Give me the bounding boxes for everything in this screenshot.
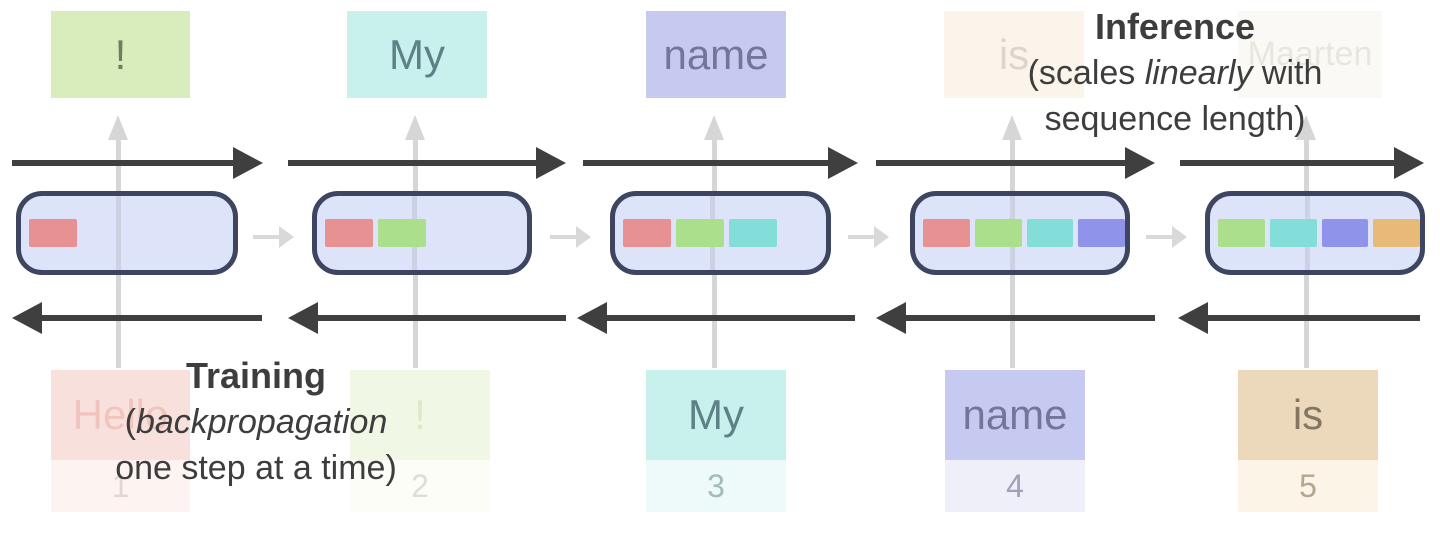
output-token-label-1: ! — [114, 30, 127, 78]
input-token-main-4: name — [945, 370, 1085, 460]
output-token-label-2: My — [389, 30, 445, 78]
input-token-box-2-faded: ! 2 — [350, 370, 490, 512]
step-number-2: 2 — [411, 467, 429, 504]
input-token-step-1: 1 — [51, 460, 190, 512]
state-cell-purple — [1078, 219, 1125, 247]
input-token-step-3: 3 — [646, 460, 786, 512]
state-cell-orange — [1373, 219, 1420, 247]
inference-line2-italic: linearly — [1144, 54, 1253, 92]
state-cell-cyan — [1026, 219, 1074, 247]
training-caption: Training (backpropagation one step at a … — [40, 353, 472, 491]
rnn-state-box-3 — [610, 191, 831, 275]
state-cell-cyan — [729, 219, 777, 247]
state-cell-red — [29, 219, 77, 247]
state-cell-cyan — [1269, 219, 1317, 247]
state-cell-red — [923, 219, 970, 247]
backprop-arrow-5 — [1178, 302, 1420, 334]
input-token-label-3: My — [688, 391, 744, 438]
training-line2-italic: backpropagation — [135, 403, 388, 441]
output-token-label-5: Maarten — [1247, 35, 1373, 73]
state-cell-green — [1218, 219, 1265, 247]
output-token-label-3: name — [663, 30, 769, 78]
step-number-1: 1 — [111, 467, 130, 504]
forward-arrow-5 — [1180, 147, 1424, 179]
output-token-box-3: name — [646, 11, 786, 98]
state-pass-arrow-2 — [550, 226, 591, 248]
input-token-label-2: ! — [414, 391, 426, 438]
training-title: Training — [185, 355, 326, 396]
inference-line2-pre: (scales — [1027, 54, 1145, 92]
forward-arrow-4 — [876, 147, 1155, 179]
inference-caption: Inference (scales linearly with sequence… — [950, 4, 1400, 142]
input-token-main-5: is — [1238, 370, 1378, 460]
input-token-box-5: is 5 — [1238, 370, 1378, 512]
hidden-state-line — [116, 196, 121, 270]
output-token-box-1: ! — [51, 11, 190, 98]
state-cell-green — [974, 219, 1022, 247]
training-line2: (backpropagation — [40, 399, 472, 445]
input-token-box-3: My 3 — [646, 370, 786, 512]
backprop-arrow-4 — [876, 302, 1155, 334]
input-token-box-4: name 4 — [945, 370, 1085, 512]
inference-title: Inference — [1094, 6, 1256, 47]
backprop-arrow-3 — [577, 302, 855, 334]
input-token-step-4: 4 — [945, 460, 1085, 512]
state-cell-purple — [1321, 219, 1369, 247]
forward-arrow-2 — [288, 147, 566, 179]
step-number-3: 3 — [707, 467, 725, 504]
forward-arrow-1 — [12, 147, 263, 179]
output-token-box-4-faded: is — [944, 11, 1084, 98]
input-token-label-4: name — [962, 391, 1068, 438]
input-token-main-3: My — [646, 370, 786, 460]
input-token-label-5: is — [1292, 391, 1324, 438]
state-pass-arrow-3 — [848, 226, 889, 248]
rnn-state-box-2 — [312, 191, 532, 275]
forward-arrow-3 — [583, 147, 858, 179]
input-token-main-2: ! — [350, 370, 490, 460]
rnn-state-box-1 — [16, 191, 238, 275]
step-number-4: 4 — [1006, 467, 1024, 504]
output-token-box-2: My — [347, 11, 487, 98]
state-cell-green — [378, 219, 426, 247]
backprop-arrow-1 — [12, 302, 262, 334]
input-token-label-1: Hello — [72, 391, 169, 438]
step-number-5: 5 — [1299, 467, 1317, 504]
training-line2-pre: ( — [124, 403, 136, 441]
inference-line2-post: with — [1252, 54, 1323, 92]
state-pass-arrow-4 — [1146, 226, 1187, 248]
input-token-step-5: 5 — [1238, 460, 1378, 512]
input-token-main-1: Hello — [51, 370, 190, 460]
state-pass-arrow-1 — [253, 226, 294, 248]
inference-line2: (scales linearly with — [950, 50, 1400, 96]
input-token-step-2: 2 — [350, 460, 490, 512]
output-token-box-5-faded: Maarten — [1238, 11, 1382, 98]
backprop-arrow-2 — [288, 302, 566, 334]
rnn-state-box-4 — [910, 191, 1130, 275]
rnn-state-box-5 — [1205, 191, 1425, 275]
inference-line3: sequence length) — [1044, 100, 1306, 138]
state-cell-green — [676, 219, 724, 247]
training-line3: one step at a time) — [115, 449, 397, 487]
input-token-box-1-faded: Hello 1 — [51, 370, 190, 512]
output-token-label-4: is — [998, 30, 1030, 78]
state-cell-red — [325, 219, 373, 247]
state-cell-red — [623, 219, 671, 247]
